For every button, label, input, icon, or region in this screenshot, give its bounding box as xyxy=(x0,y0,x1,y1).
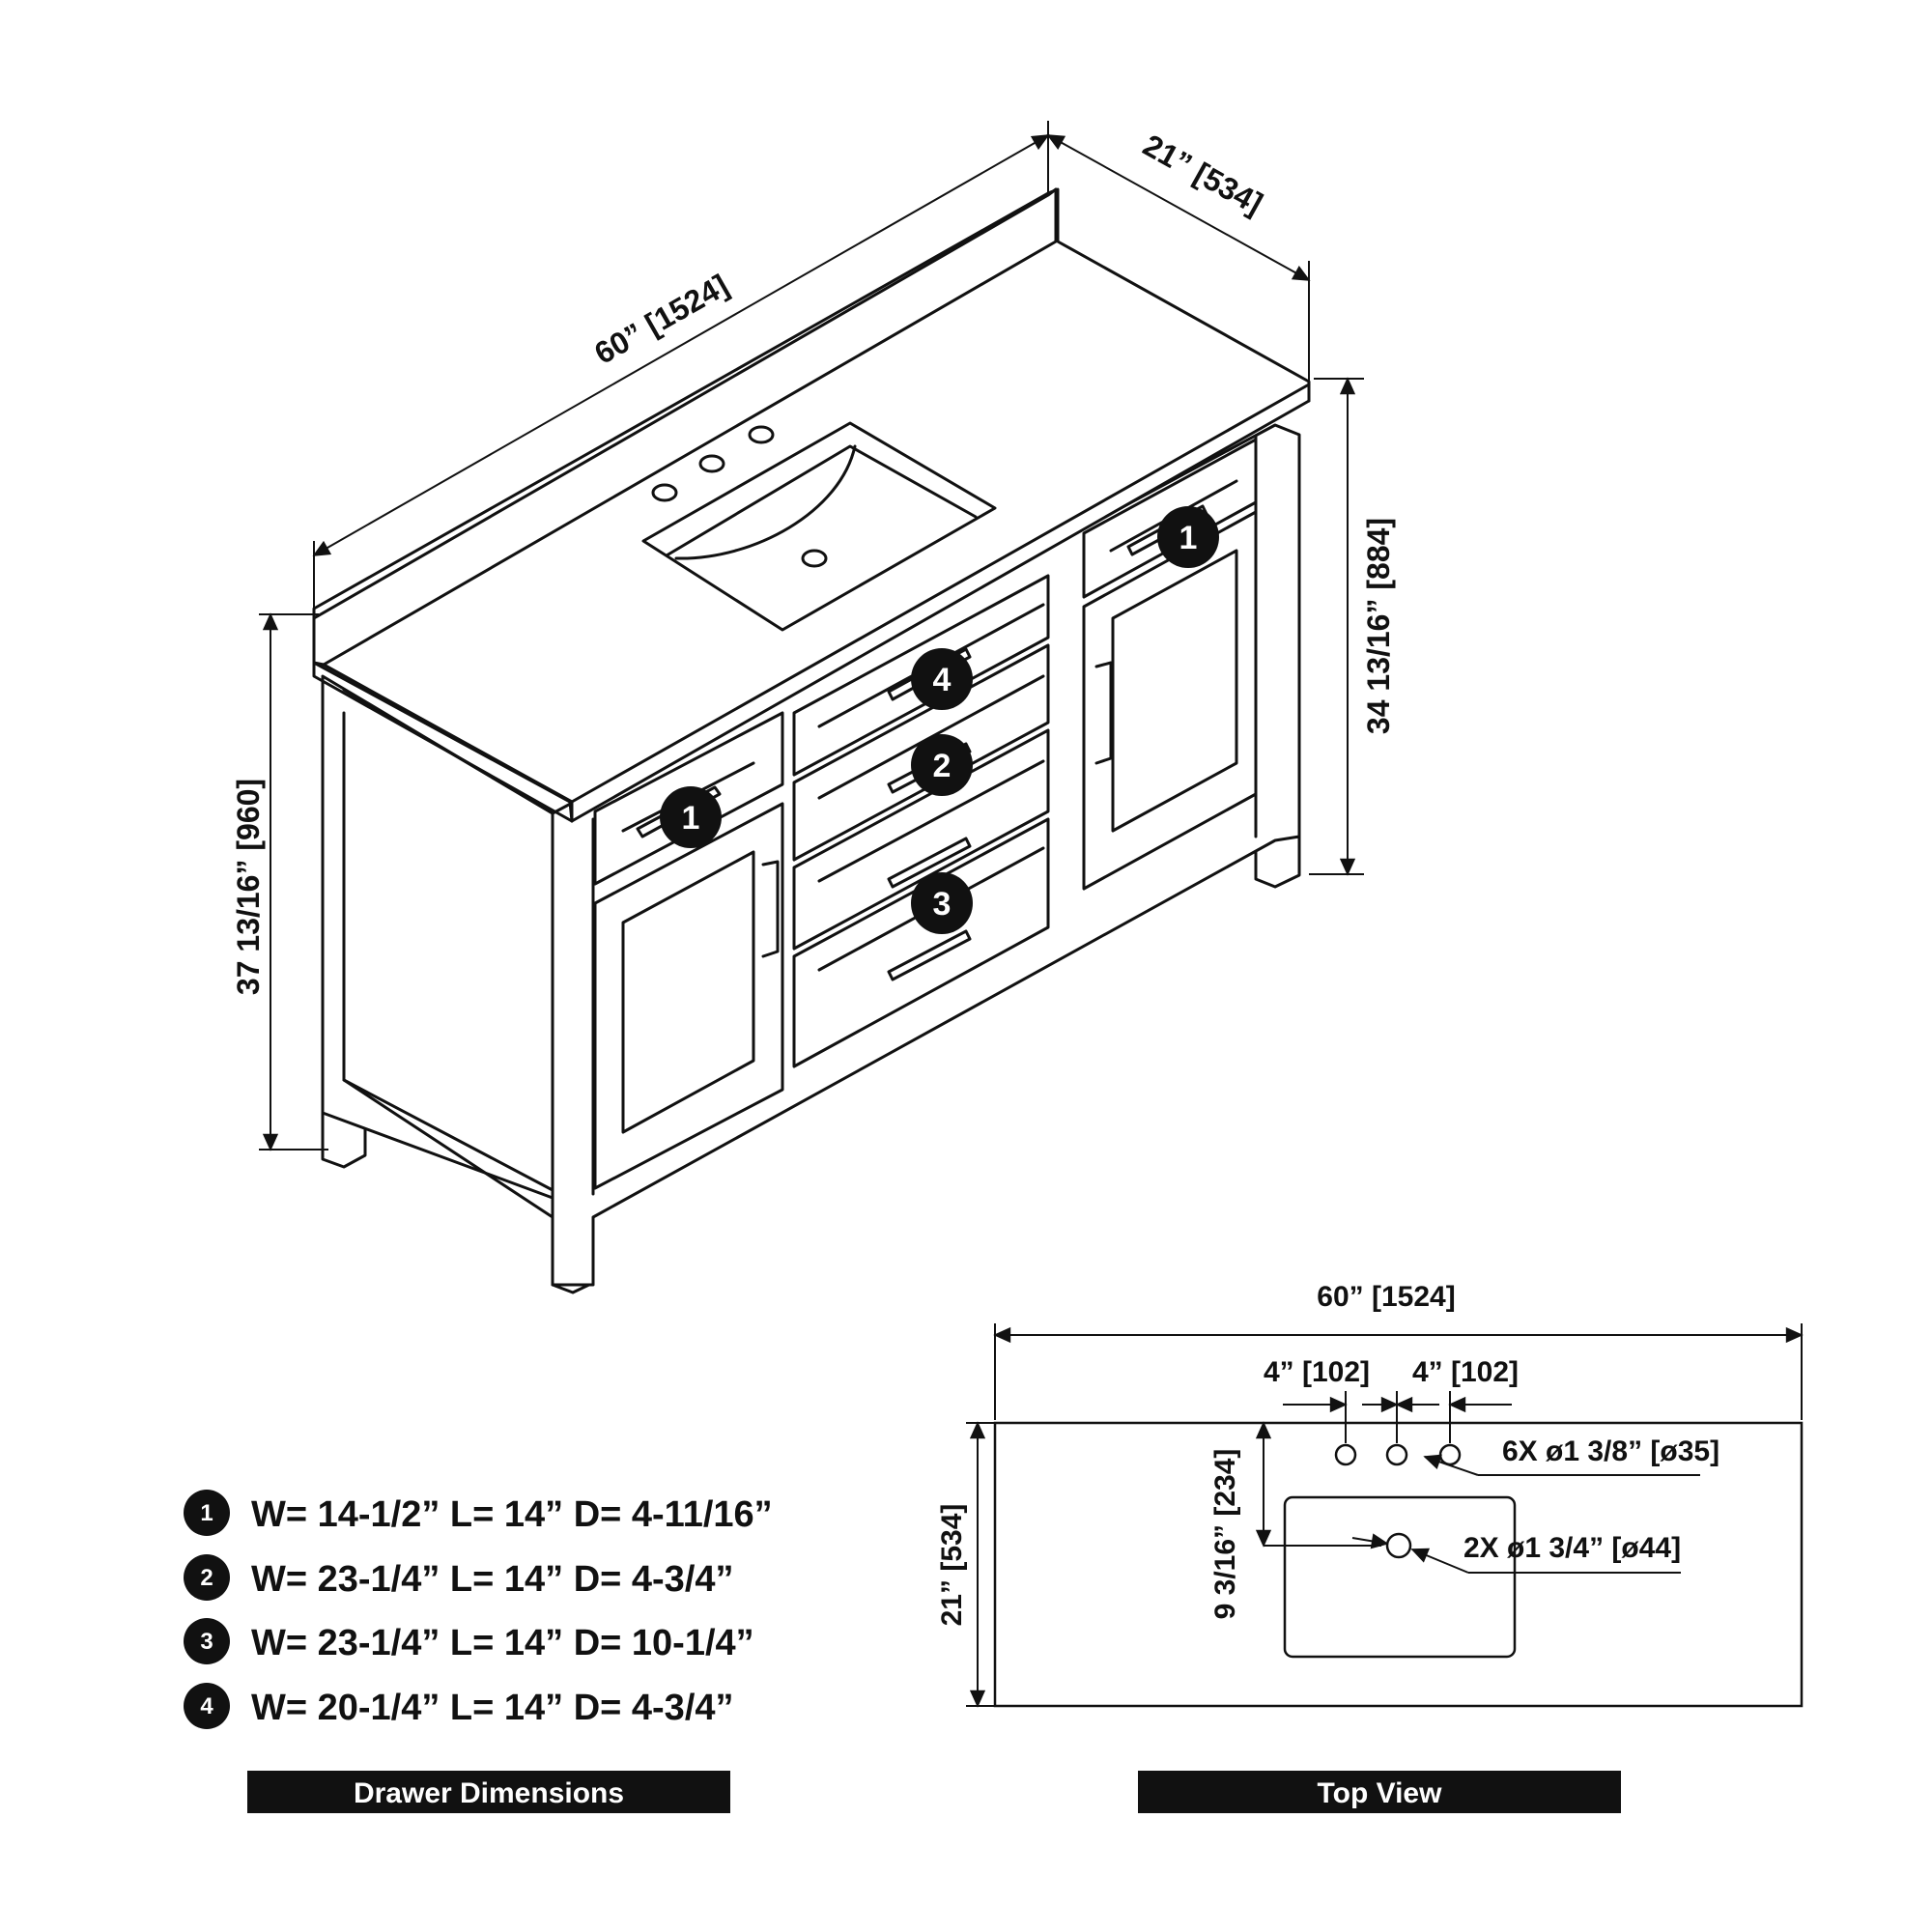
drawer-dimensions-legend: 1 W= 14-1/2” L= 14” D= 4-11/16” 2 W= 23-… xyxy=(184,1490,773,1813)
iso-width-label: 60” [1524] xyxy=(588,268,734,371)
svg-text:3: 3 xyxy=(933,886,952,923)
right-door xyxy=(1082,510,1258,891)
legend-item: 4 W= 20-1/4” L= 14” D= 4-3/4” xyxy=(184,1683,734,1729)
svg-text:W= 14-1/2” L= 14” D= 4-11/16”: W= 14-1/2” L= 14” D= 4-11/16” xyxy=(251,1494,773,1535)
drain-hole xyxy=(1385,1532,1412,1559)
iso-width-dimension-line xyxy=(312,134,1050,556)
legend-item: 1 W= 14-1/2” L= 14” D= 4-11/16” xyxy=(184,1490,773,1536)
marker-1-left: 1 xyxy=(660,786,722,848)
svg-text:1: 1 xyxy=(200,1500,213,1526)
iso-depth-label: 21” [534] xyxy=(1137,128,1268,221)
legend-item: 3 W= 23-1/4” L= 14” D= 10-1/4” xyxy=(184,1618,754,1664)
faucet-hole-center xyxy=(698,454,725,473)
faucet-hole-right xyxy=(748,425,775,444)
total-height-label: 37 13/16” [960] xyxy=(231,779,266,995)
svg-text:4: 4 xyxy=(933,662,952,698)
basin-outline xyxy=(1283,1495,1517,1659)
faucet-spacing-right-label: 4” [102] xyxy=(1412,1356,1519,1388)
marker-3: 3 xyxy=(911,872,973,934)
marker-4: 4 xyxy=(911,648,973,710)
svg-text:2: 2 xyxy=(200,1565,213,1591)
iso-depth-dimension-line xyxy=(1046,134,1311,281)
svg-text:4: 4 xyxy=(200,1693,213,1719)
marker-1-right: 1 xyxy=(1157,506,1219,568)
left-door xyxy=(593,802,784,1190)
legend-item: 2 W= 23-1/4” L= 14” D= 4-3/4” xyxy=(184,1554,734,1601)
svg-text:W= 23-1/4” L= 14” D= 10-1/4”: W= 23-1/4” L= 14” D= 10-1/4” xyxy=(251,1623,754,1663)
svg-text:W= 23-1/4” L= 14” D= 4-3/4”: W= 23-1/4” L= 14” D= 4-3/4” xyxy=(251,1559,734,1600)
drain-label: 2X ø1 3/4” [ø44] xyxy=(1463,1532,1681,1564)
top-view: 60” [1524] 4” [102] 4” [102] 6X ø1 3/8” … xyxy=(936,1281,1804,1813)
faucet-holes-label: 6X ø1 3/8” [ø35] xyxy=(1502,1435,1719,1467)
setback-label: 9 3/16” [234] xyxy=(1209,1449,1241,1620)
faucet-hole-right xyxy=(1438,1443,1462,1466)
svg-text:Drawer Dimensions: Drawer Dimensions xyxy=(354,1777,624,1809)
top-depth-label: 21” [534] xyxy=(936,1504,968,1627)
svg-text:3: 3 xyxy=(200,1629,213,1655)
top-width-label: 60” [1524] xyxy=(1317,1281,1455,1313)
drawer-markers: 1 4 2 3 1 xyxy=(660,506,1219,934)
counter-height-label: 34 13/16” [884] xyxy=(1361,518,1396,734)
isometric-vanity xyxy=(312,187,1311,1294)
faucet-hole-left xyxy=(1334,1443,1357,1466)
top-view-title-bar: Top View xyxy=(1138,1771,1621,1813)
drain-hole xyxy=(801,549,828,568)
faucet-hole-center xyxy=(1385,1443,1408,1466)
drawer-dimensions-title-bar: Drawer Dimensions xyxy=(247,1771,730,1813)
svg-text:2: 2 xyxy=(933,748,952,784)
marker-2: 2 xyxy=(911,734,973,796)
faucet-hole-left xyxy=(651,483,678,502)
svg-text:W= 20-1/4” L= 14” D= 4-3/4”: W= 20-1/4” L= 14” D= 4-3/4” xyxy=(251,1688,734,1728)
faucet-spacing-left-label: 4” [102] xyxy=(1264,1356,1370,1388)
svg-text:1: 1 xyxy=(1179,520,1198,556)
svg-text:Top View: Top View xyxy=(1318,1777,1443,1809)
svg-text:1: 1 xyxy=(682,800,700,837)
